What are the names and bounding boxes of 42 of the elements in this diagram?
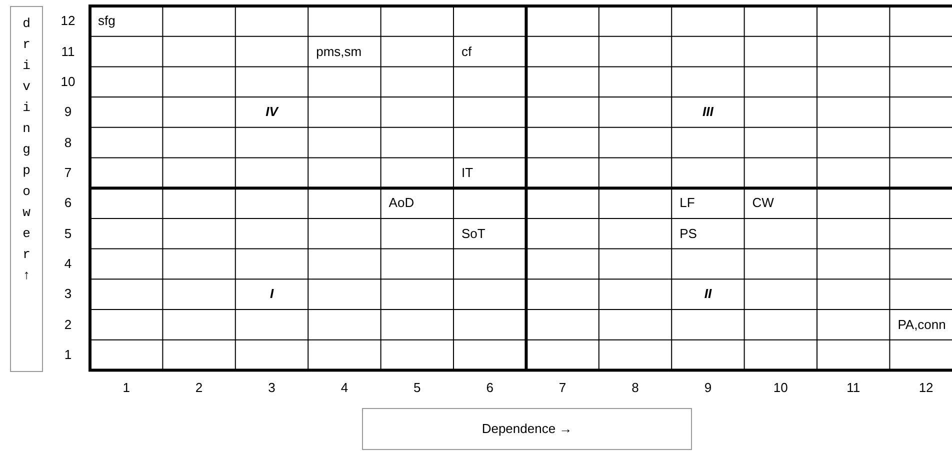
axis-tick-label: 5	[64, 226, 72, 242]
cell-label: sfg	[98, 13, 116, 30]
axis-title-box	[10, 6, 43, 372]
axis-tick-label: 2	[64, 316, 72, 333]
axis-tick-label: 9	[64, 104, 72, 120]
axis-title-box	[362, 408, 692, 450]
axis-tick-label: 1	[64, 347, 72, 364]
axis-tick-label: 11	[846, 380, 860, 396]
cell-label: AoD	[388, 195, 414, 212]
cell-label: LF	[680, 195, 695, 212]
axis-tick-label: 12	[918, 380, 934, 396]
quadrant-label: II	[704, 286, 712, 302]
axis-title: driving power ↑	[22, 15, 30, 285]
axis-tick-label: 2	[195, 380, 203, 396]
quadrant-label: IV	[266, 104, 278, 120]
cell-label: SoT	[462, 226, 486, 242]
cell-label: CW	[752, 195, 774, 212]
axis-tick-label: 4	[340, 380, 348, 396]
axis-tick-label: 5	[414, 380, 421, 396]
axis-tick-label: 7	[558, 380, 566, 396]
cell-label: PA,conn	[898, 316, 946, 333]
axis-tick-label: 3	[64, 286, 72, 302]
axis-tick-label: 6	[486, 380, 494, 396]
cell-label: cf	[462, 44, 472, 60]
axis-tick-label: 4	[64, 256, 72, 272]
axis-tick-label: 1	[122, 380, 130, 396]
cell-label: pms,sm	[316, 44, 362, 60]
axis-tick-label: 11	[61, 44, 75, 60]
axis-tick-label: 12	[60, 13, 76, 30]
axis-title: Dependence →	[482, 421, 572, 437]
axis-tick-label: 8	[632, 380, 639, 396]
axis-tick-label: 7	[64, 164, 72, 181]
cell-label: PS	[680, 226, 697, 242]
axis-tick-label: 3	[268, 380, 276, 396]
axis-tick-label: 10	[60, 74, 76, 90]
axis-tick-label: 8	[64, 134, 72, 151]
cell-label: IT	[462, 164, 474, 181]
quadrant-label: I	[270, 286, 274, 302]
axis-tick-label: 9	[704, 380, 712, 396]
quadrant-label: III	[702, 104, 714, 120]
axis-tick-label: 6	[64, 195, 72, 212]
axis-tick-label: 10	[773, 380, 788, 396]
